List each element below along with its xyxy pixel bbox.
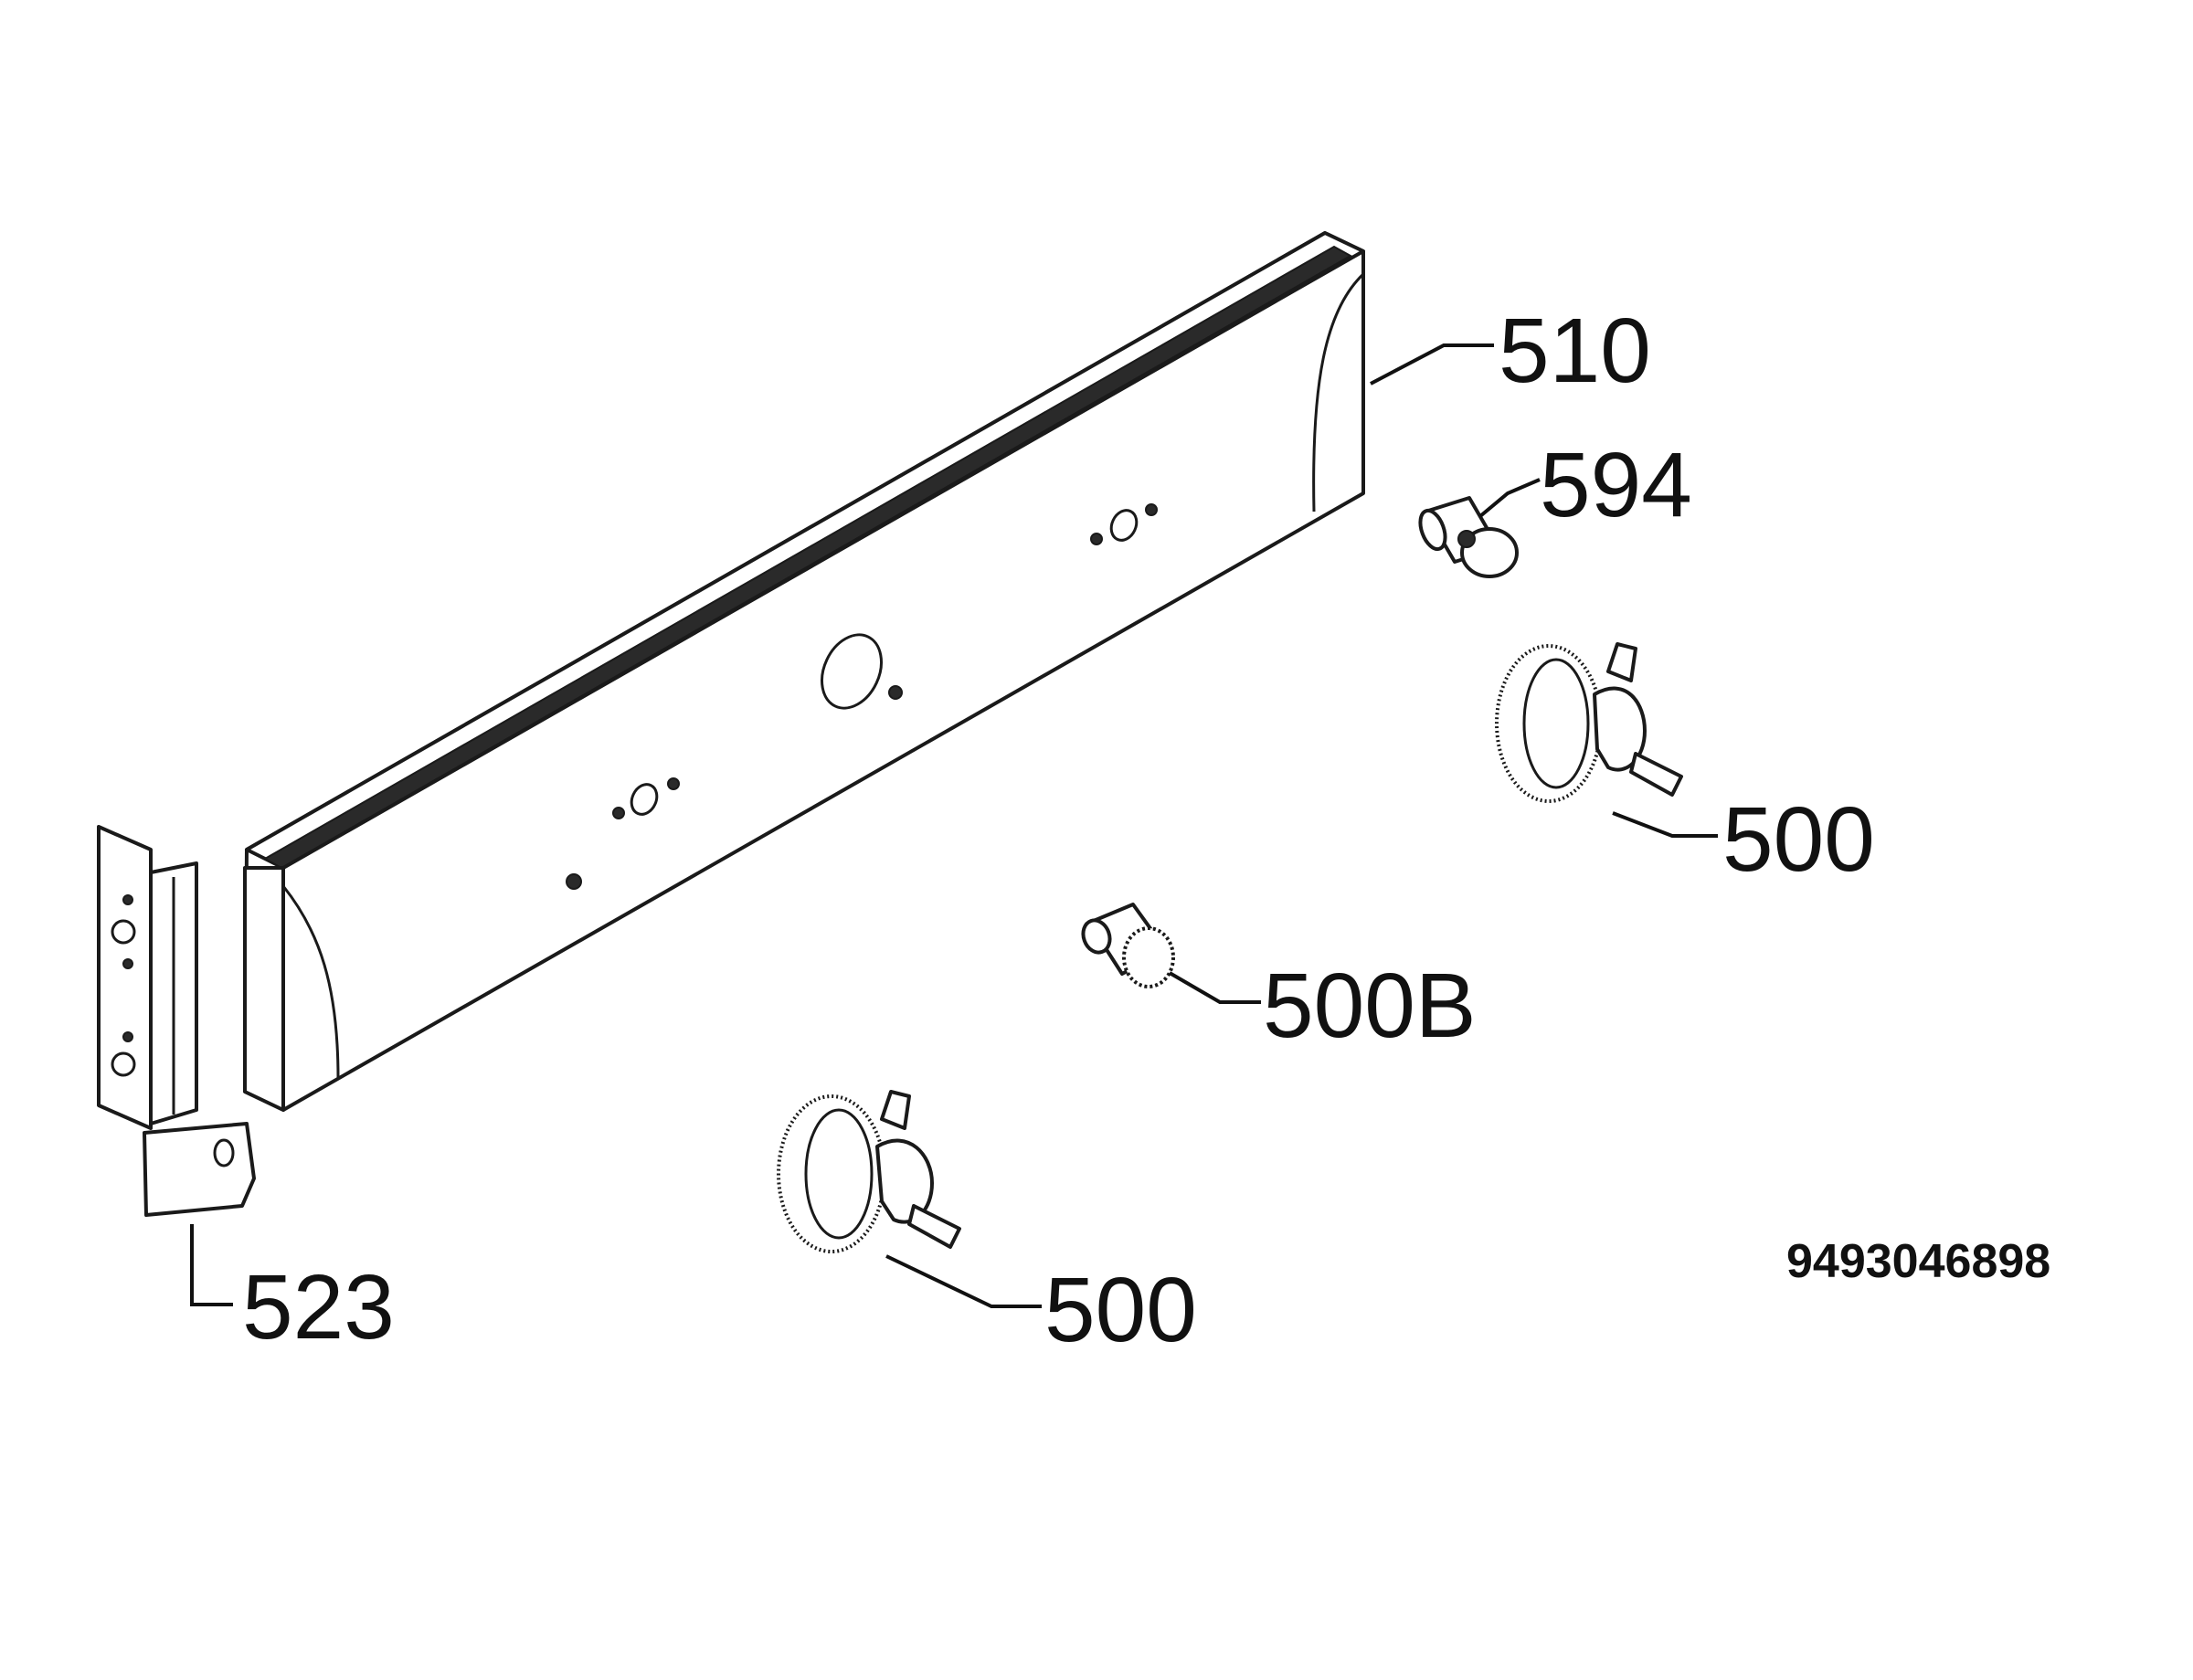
panel-hole-small: [888, 685, 903, 700]
panel-hole-left-dot-a: [612, 807, 625, 819]
knob-right-shaft-top: [1606, 642, 1637, 682]
callout-594: 594: [1540, 434, 1692, 536]
callout-500B: 500B: [1263, 955, 1477, 1057]
leader-500-left: [885, 1254, 1042, 1308]
panel-right-end-curve: [1312, 272, 1365, 512]
callout-523: 523: [242, 1256, 395, 1358]
bracket-back-plate: [97, 825, 153, 1130]
lamp-contact: [1457, 530, 1476, 548]
lamp-cap: [1460, 527, 1519, 578]
leader-500-right: [1612, 811, 1718, 838]
panel-front-face: [243, 231, 1365, 1112]
panel-hole-large: [821, 633, 883, 710]
bracket-dot-bottom: [122, 1031, 133, 1042]
leader-510: [1370, 343, 1494, 386]
knob-left-shaft-top: [880, 1090, 911, 1130]
panel-left-end-cap: [243, 866, 285, 1112]
panel-hole-far-left: [566, 873, 582, 890]
knob-center-part: [1081, 903, 1175, 988]
panel-hole-left-dot-b: [667, 777, 680, 790]
lamp-back: [1418, 508, 1447, 552]
callout-510: 510: [1499, 300, 1651, 402]
knob-center-back: [1081, 918, 1112, 955]
bracket-dot-top: [122, 894, 133, 905]
control-panel-part: [243, 231, 1365, 1112]
panel-hole-right-dot-b: [1145, 503, 1158, 516]
document-number: 9493046898: [1786, 1235, 2050, 1288]
bracket-dot-mid: [122, 958, 133, 969]
panel-bottom-edge: [282, 491, 1364, 1112]
knob-right-face: [1495, 644, 1603, 803]
bracket-foot: [143, 1122, 256, 1217]
leader-523: [190, 1224, 233, 1306]
bracket-hole-bottom: [111, 1051, 136, 1077]
callout-500-left: 500: [1044, 1259, 1197, 1361]
panel-hole-right: [1109, 509, 1139, 542]
knob-left-rim: [804, 1108, 874, 1240]
bracket-foot-hole: [213, 1138, 235, 1168]
panel-hole-right-dot-a: [1090, 533, 1103, 545]
knob-right-stem: [1593, 686, 1647, 772]
knob-right-rim: [1522, 658, 1590, 789]
panel-hole-left: [630, 783, 659, 816]
callout-500-right: 500: [1722, 788, 1875, 891]
bracket-hole-top: [111, 919, 136, 945]
knob-center-cap: [1122, 926, 1175, 988]
knob-left-part: [777, 1090, 961, 1253]
knob-left-face: [777, 1094, 886, 1253]
leader-500B: [1168, 971, 1261, 1004]
knob-right-shaft-bottom: [1629, 752, 1683, 797]
side-bracket-part: [97, 825, 256, 1217]
knob-left-stem: [875, 1138, 934, 1224]
knob-right-part: [1495, 642, 1683, 803]
leader-594: [1478, 478, 1541, 518]
knob-left-shaft-bottom: [907, 1204, 961, 1249]
panel-left-end-curve: [281, 885, 340, 1079]
lamp-part: [1418, 496, 1519, 578]
panel-top-groove: [262, 245, 1353, 870]
